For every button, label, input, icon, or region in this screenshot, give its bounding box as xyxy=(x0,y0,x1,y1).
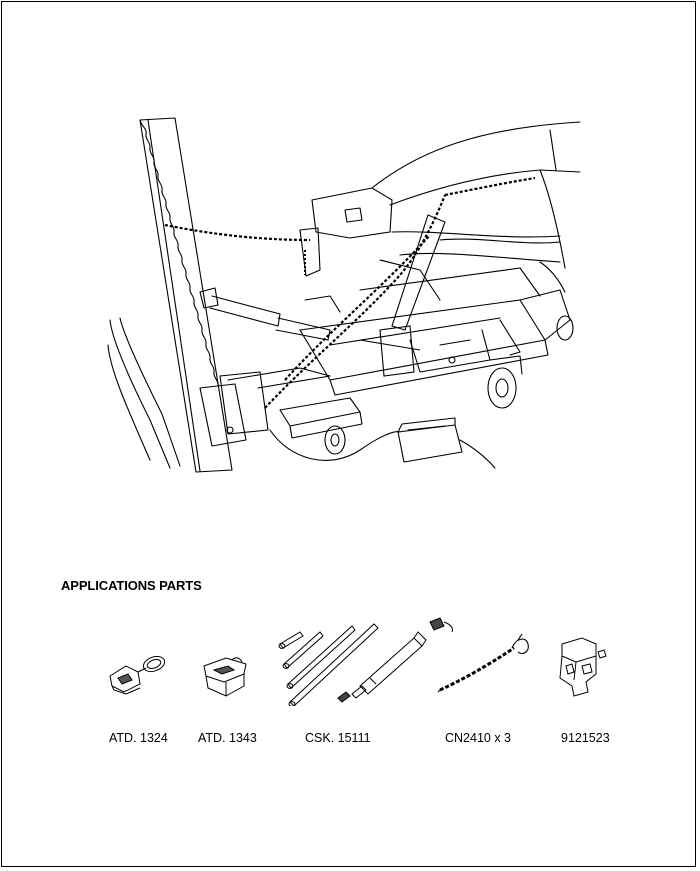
part-label-cn2410: CN2410 x 3 xyxy=(445,731,512,745)
car-body xyxy=(299,121,581,301)
frame-straightener-illustration xyxy=(107,117,581,473)
pulling-tower xyxy=(139,117,247,473)
part-atd-1324-image xyxy=(104,646,174,696)
hydraulic-ram xyxy=(199,287,331,341)
tool-tray xyxy=(279,397,363,439)
part-label-atd-1343: ATD. 1343 xyxy=(198,731,257,745)
part-hydraulic-ram-image xyxy=(330,616,460,706)
hydraulic-hose xyxy=(269,429,496,469)
tower-base xyxy=(107,317,331,469)
control-pump xyxy=(397,417,463,463)
jack-post xyxy=(359,214,446,377)
part-atd-1343-image xyxy=(196,652,256,700)
part-label-csk-15111: CSK. 15111 xyxy=(305,731,371,745)
bench-frame xyxy=(299,267,571,396)
caster-wheels xyxy=(324,315,574,455)
part-9121523-image xyxy=(552,636,612,700)
section-heading: APPLICATIONS PARTS xyxy=(61,578,202,593)
part-label-9121523: 9121523 xyxy=(561,731,610,745)
part-label-atd-1324: ATD. 1324 xyxy=(109,731,168,745)
part-cn2410-image xyxy=(432,628,532,698)
part-csk-15111-image xyxy=(276,616,386,706)
pulling-chains xyxy=(164,176,536,409)
